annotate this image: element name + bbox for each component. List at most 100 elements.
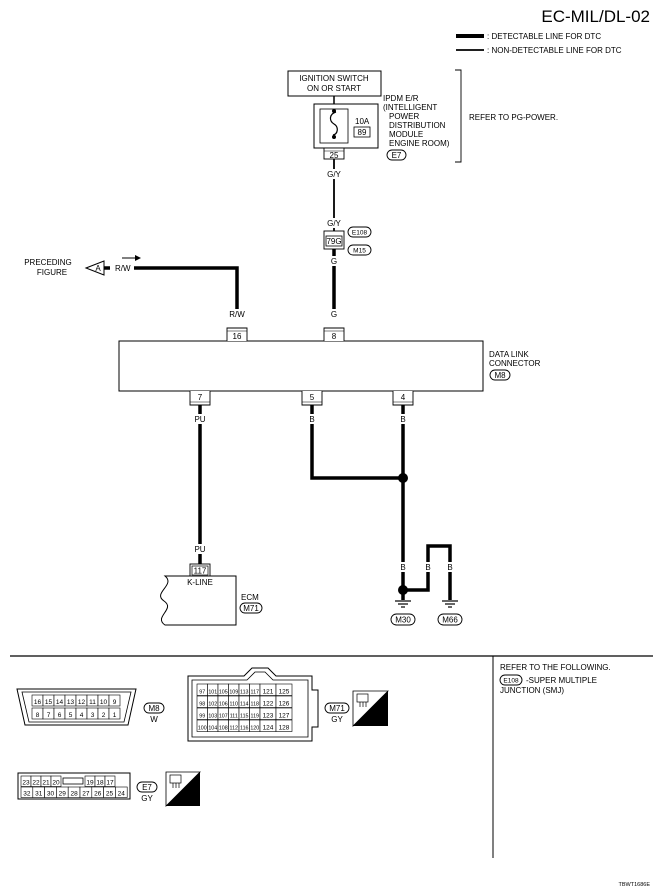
pin-number: 27 — [82, 790, 90, 797]
pin-number: 103 — [208, 713, 217, 719]
fuse-number: 89 — [358, 128, 367, 137]
pin-number: 31 — [35, 790, 43, 797]
connector-pin-cell — [50, 775, 62, 787]
pin-number: 108 — [219, 725, 228, 731]
wire-b-pin4-label: B — [400, 415, 405, 424]
pin-number: 7 — [47, 712, 51, 719]
pin-number: 8 — [36, 712, 40, 719]
connector-pin-cell — [275, 695, 293, 708]
e7-color: GY — [141, 794, 153, 803]
harness-side-icon — [356, 693, 369, 707]
pin-number: 110 — [230, 701, 238, 707]
hs-badge: H.S. — [352, 690, 389, 727]
pin-number: 99 — [199, 713, 205, 719]
wire-rw-preceding-label: R/W — [115, 264, 131, 273]
pin-number: 25 — [106, 790, 114, 797]
legend: : DETECTABLE LINE FOR DTC : NON-DETECTAB… — [456, 32, 622, 55]
ipdm-label-line4: DISTRIBUTION — [389, 121, 446, 130]
pin-number: 18 — [96, 779, 104, 786]
dlc-pin-4: 4 — [401, 393, 406, 402]
ipdm-box — [313, 103, 379, 149]
pin-number: 106 — [219, 701, 228, 707]
wire-pu-dlc-label: PU — [194, 415, 205, 424]
pin-number: 125 — [279, 688, 290, 695]
connector-pin-cell — [104, 775, 116, 787]
pin-number: 19 — [86, 779, 94, 786]
pin-number: 28 — [70, 790, 78, 797]
m71-code: M71 — [329, 704, 345, 713]
pin-number: 21 — [42, 779, 50, 786]
ignition-switch: IGNITION SWITCH ON OR START — [287, 70, 382, 97]
ipdm-bracket — [455, 69, 462, 163]
ipdm-connector: E7 — [392, 151, 402, 160]
pin-number: 107 — [219, 713, 228, 719]
joint-connector-top: E108 — [352, 230, 368, 237]
wire-b-ground1-label: B — [400, 563, 405, 572]
e7-code: E7 — [142, 783, 152, 792]
pin-number: 119 — [251, 713, 259, 719]
preceding-label-line1: PRECEDING — [24, 258, 72, 267]
connector-pin-cell — [275, 683, 293, 696]
ecm-connector: M71 — [243, 604, 259, 613]
pin-number: 98 — [199, 701, 205, 707]
pin-number: 6 — [58, 712, 62, 719]
pin-number: 26 — [94, 790, 102, 797]
pin-number: 124 — [263, 724, 274, 731]
connector-lock-slot — [62, 777, 84, 785]
pin-number: 2 — [102, 712, 106, 719]
pin-number: 114 — [240, 701, 248, 707]
preceding-label-line2: FIGURE — [37, 268, 67, 277]
wire-b-pin5-label: B — [309, 415, 314, 424]
wire-rw-dlc-label: R/W — [229, 310, 245, 319]
m71-color: GY — [331, 715, 343, 724]
dlc-label-line1: DATA LINK — [489, 350, 529, 359]
pin-number: 118 — [251, 701, 259, 707]
ecm: 117 K-LINE ECM M71 — [160, 563, 263, 626]
pin-number: 10 — [100, 699, 108, 706]
dlc-pin-7: 7 — [198, 393, 203, 402]
pin-number: 32 — [23, 790, 31, 797]
ipdm-label-line2: (INTELLIGENT — [383, 103, 437, 112]
ground-m30: M30 — [395, 616, 411, 625]
reference-line2: -SUPER MULTIPLE — [526, 676, 597, 685]
ground-symbol-icon — [442, 600, 458, 608]
pin-number: 120 — [250, 725, 259, 731]
pin-number: 128 — [279, 724, 290, 731]
legend-detectable-label: : DETECTABLE LINE FOR DTC — [487, 32, 601, 41]
m8-color: W — [150, 715, 158, 724]
hs-label: H.S. — [179, 794, 197, 804]
preceding-marker-letter: A — [95, 264, 101, 273]
pin-number: 12 — [78, 699, 86, 706]
joint-connector: 79G E108 M15 — [323, 226, 372, 256]
pin-number: 115 — [240, 713, 248, 719]
pin-number: 112 — [230, 725, 238, 731]
pin-number: 30 — [47, 790, 55, 797]
wire-b-ground2 — [403, 544, 452, 600]
pin-number: 104 — [208, 725, 217, 731]
connector-pin-cell — [275, 707, 293, 720]
wire-gy-top-label: G/Y — [327, 170, 341, 179]
ecm-pin-label: K-LINE — [187, 578, 213, 587]
wire-g-dlc-label: G — [331, 310, 337, 319]
ignition-switch-label: IGNITION SWITCH — [299, 74, 369, 83]
legend-non-detectable-label: : NON-DETECTABLE LINE FOR DTC — [487, 46, 622, 55]
preceding-figure: PRECEDING FIGURE A R/W — [24, 255, 141, 277]
pin-number: 100 — [198, 725, 207, 731]
dlc-pin-16: 16 — [233, 332, 242, 341]
data-link-connector: 16 8 7 5 4 DATA LINK CONNECTOR M8 — [118, 327, 541, 406]
hs-label: H.S. — [366, 714, 384, 724]
pin-number: 117 — [251, 689, 259, 695]
ecm-name: ECM — [241, 593, 259, 602]
dlc-connector: M8 — [494, 371, 506, 380]
fuse-rating: 10A — [355, 117, 370, 126]
pin-number: 126 — [279, 700, 290, 707]
pin-number: 116 — [240, 725, 248, 731]
pin-number: 123 — [263, 712, 274, 719]
ecm-pin: 117 — [194, 567, 207, 576]
